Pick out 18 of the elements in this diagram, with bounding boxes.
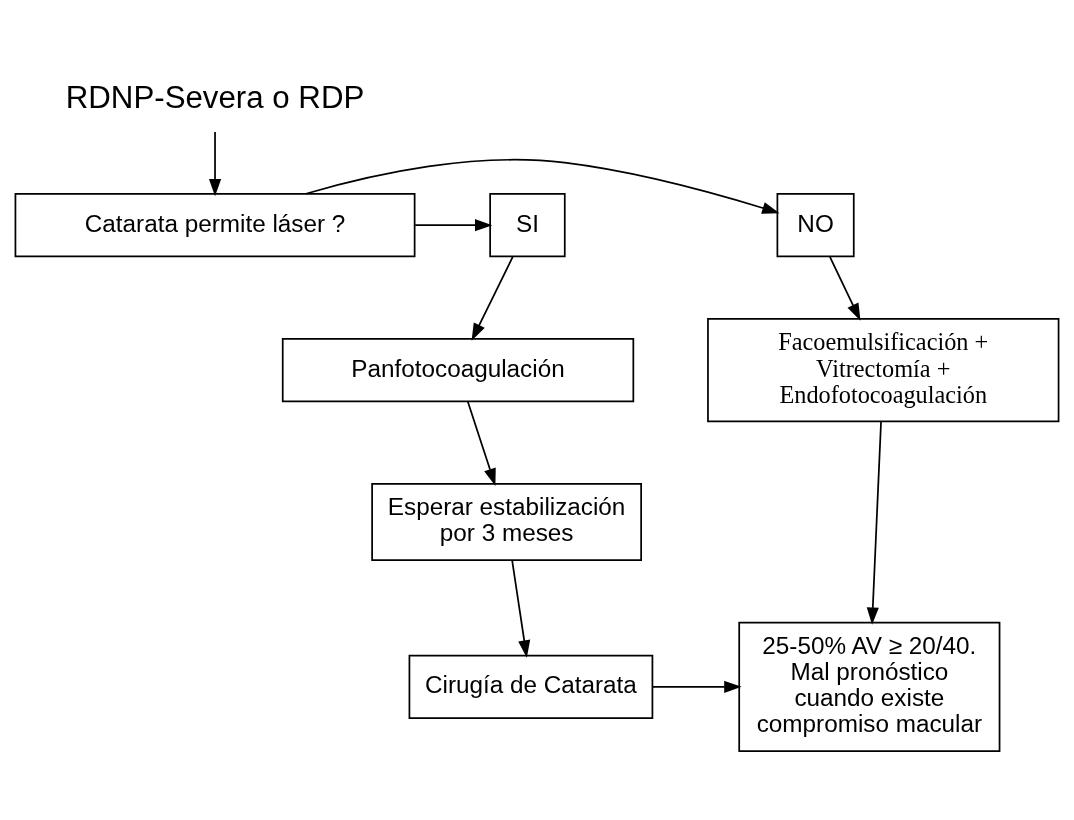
node-box: Facoemulsificación + Vitrectomía + Endofotocoagulación [707,318,1060,423]
node-box: 25-50% AV ≥ 20/40. Mal pronóstico cuando existe compromiso macular [738,621,1001,752]
arrow [866,420,882,625]
node-text: RDNP-Severa o RDP [65,79,365,115]
node-box: Panfotocoagulación [281,337,635,403]
arrow [208,131,222,197]
node-box: SI [489,193,566,258]
node-box: Catarata permite láser ? [14,193,416,258]
arrow [829,256,861,321]
arrow [414,219,493,232]
arrow [471,256,514,341]
node-box: Esperar estabilización por 3 meses [371,482,642,561]
node-box: NO [776,193,855,258]
arrow [651,680,742,693]
arrow [511,559,531,658]
arrow [305,158,780,214]
arrow [467,400,496,486]
node-box: Cirugía de Catarata [408,654,654,719]
